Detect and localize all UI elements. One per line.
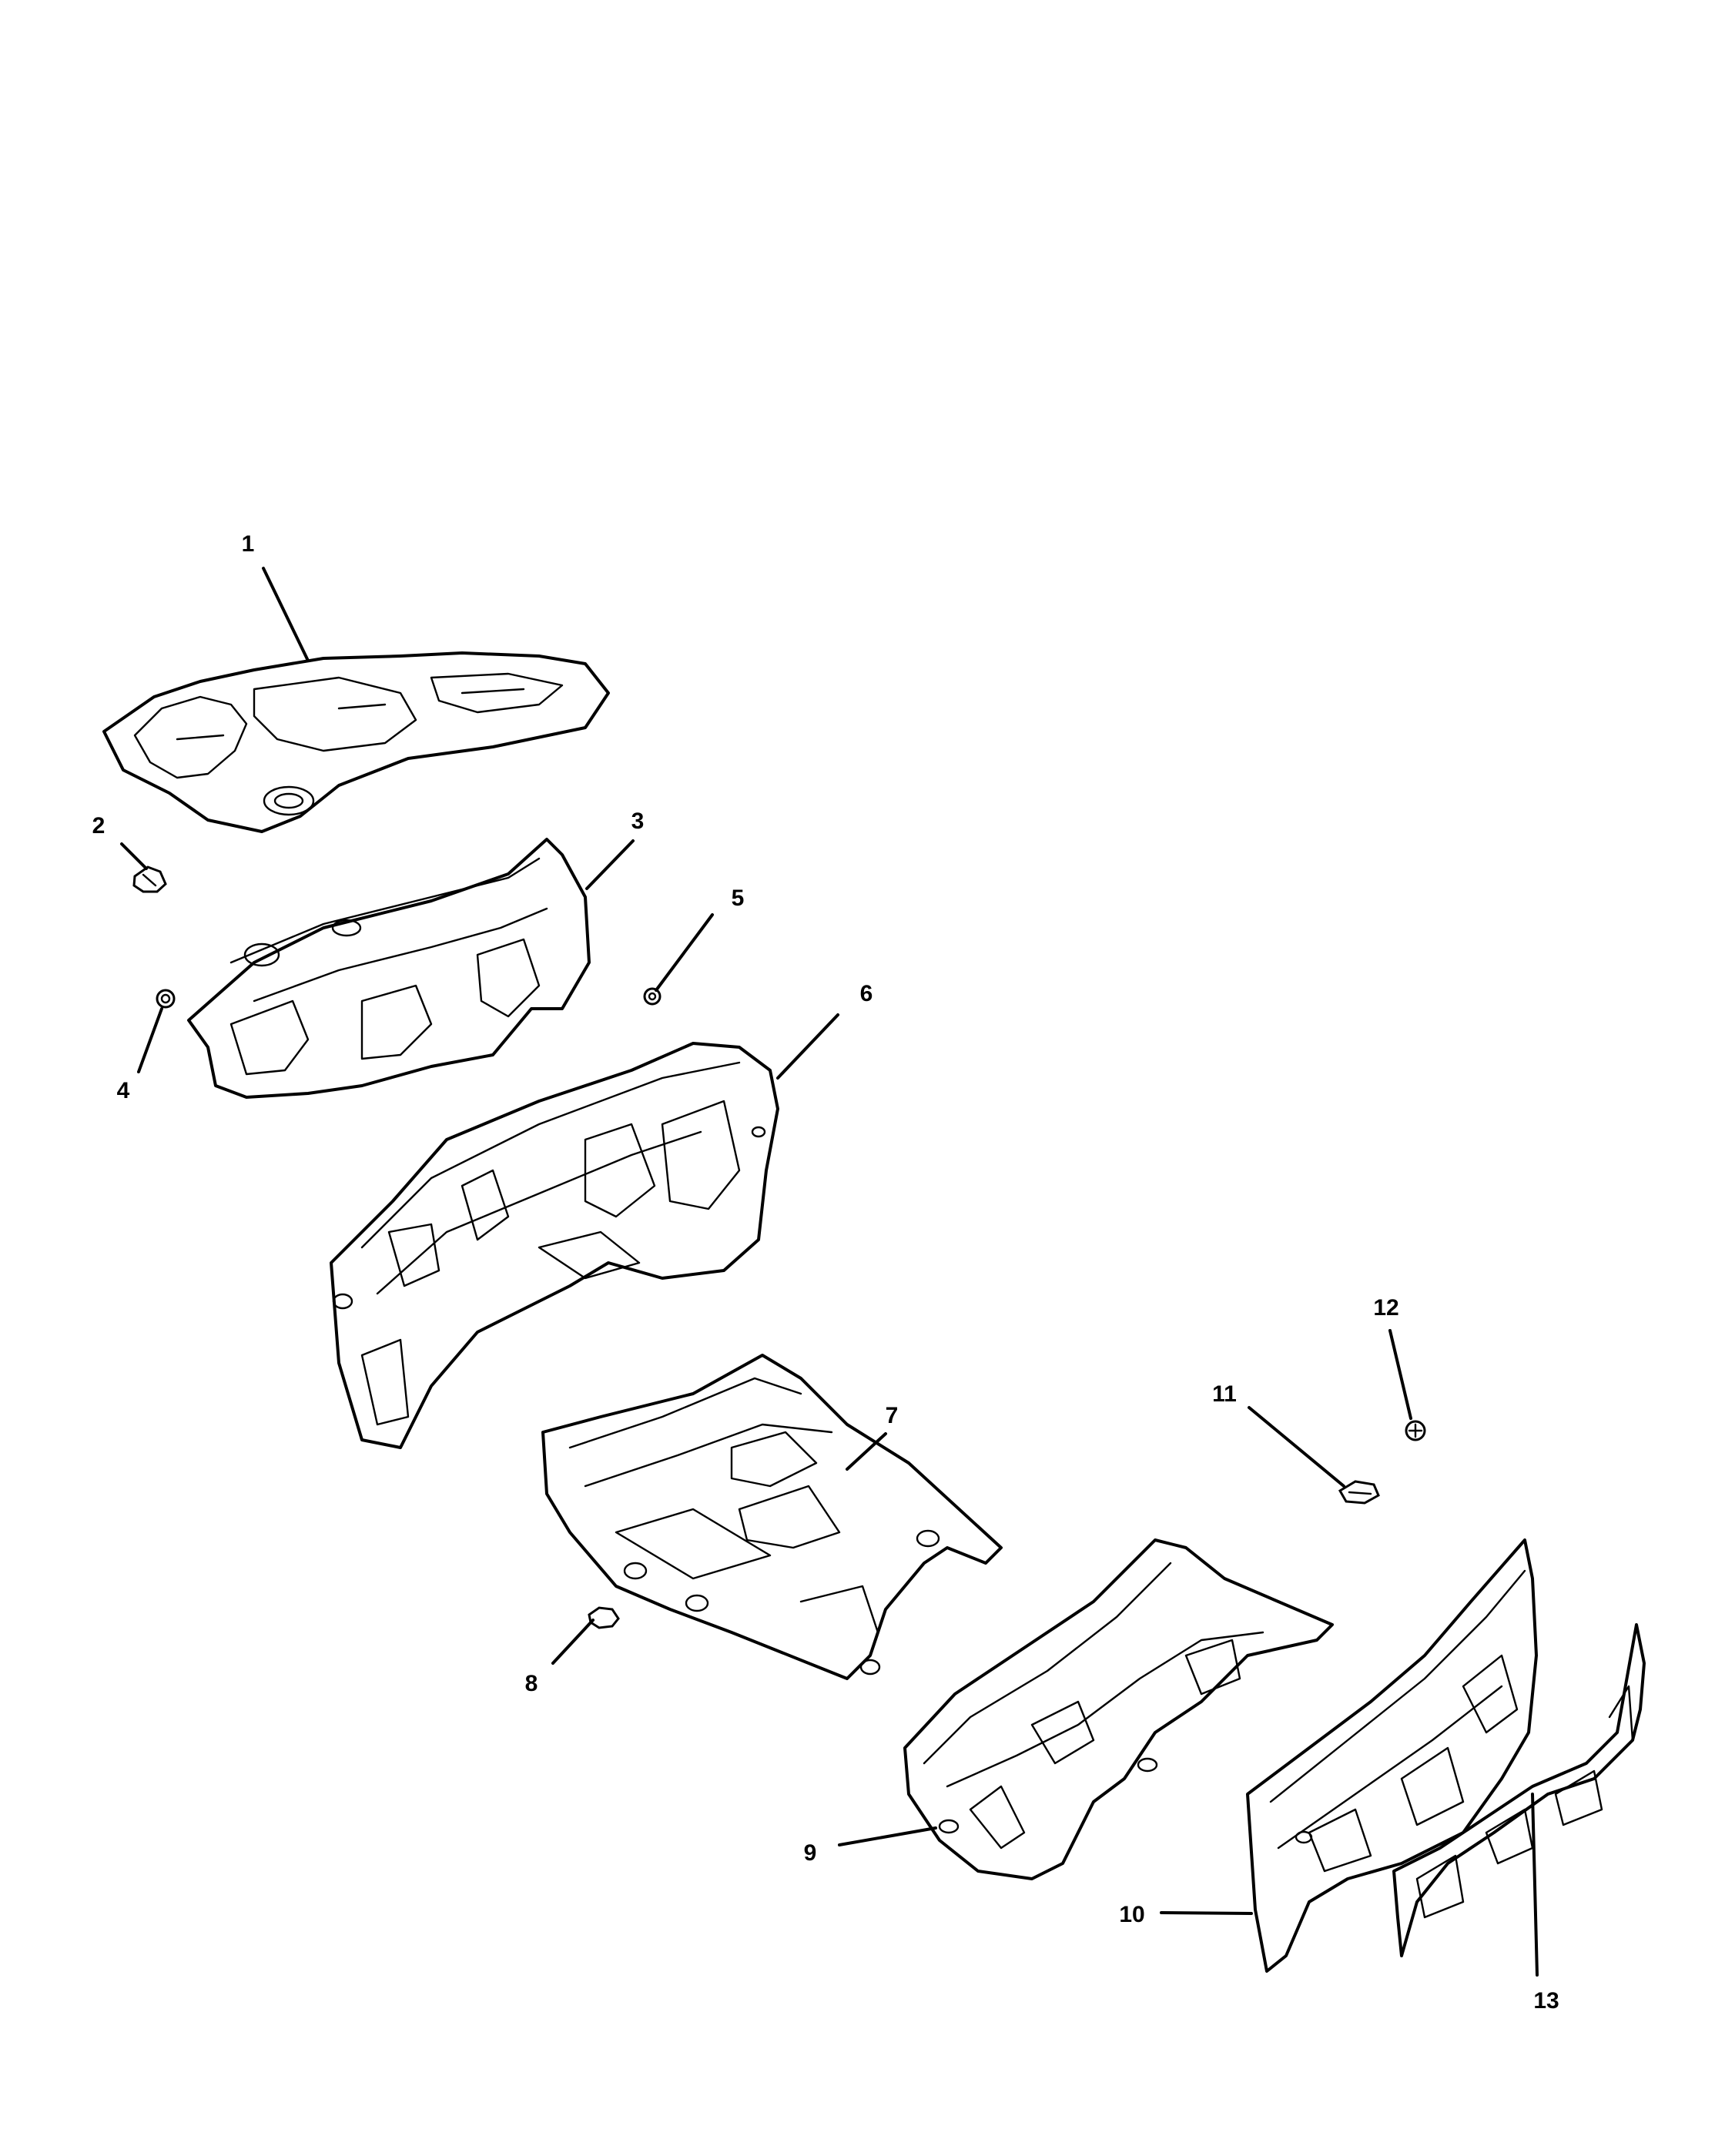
callout-10: 10 <box>1119 1902 1144 1927</box>
part-9-rear-floor-silencer <box>903 1538 1334 1880</box>
callout-12: 12 <box>1373 1295 1398 1321</box>
leader-1 <box>262 567 310 662</box>
part-5-push-pin-fastener <box>643 987 662 1006</box>
leader-4 <box>137 1007 163 1073</box>
callout-9: 9 <box>804 1840 817 1866</box>
callout-11: 11 <box>1212 1381 1237 1407</box>
leader-9 <box>838 1826 937 1846</box>
part-4-push-pin-fastener <box>156 989 176 1009</box>
part-8-push-pin-fastener <box>588 1606 620 1629</box>
callout-6: 6 <box>860 981 873 1006</box>
leader-2 <box>120 842 148 870</box>
callout-7: 7 <box>886 1403 899 1428</box>
part-6-dash-silencer <box>330 1042 779 1449</box>
callout-4: 4 <box>117 1078 130 1103</box>
callout-5: 5 <box>732 886 745 911</box>
leader-6 <box>776 1013 839 1080</box>
callout-1: 1 <box>242 531 255 557</box>
callout-13: 13 <box>1533 1988 1559 2014</box>
callout-labels: 1 2 3 4 5 6 7 8 9 10 11 12 13 <box>92 531 1559 2014</box>
part-13-rear-panel-pad <box>1392 1623 1646 1957</box>
part-3-dash-insulator <box>187 838 591 1099</box>
part-10-rear-panel-insulator <box>1246 1538 1538 1973</box>
leader-lines <box>120 567 1539 1977</box>
leader-7 <box>846 1432 887 1471</box>
part-11-retainer-clip <box>1338 1480 1380 1505</box>
leader-3 <box>585 839 635 890</box>
callout-8: 8 <box>525 1671 538 1696</box>
leader-12 <box>1388 1329 1412 1420</box>
callout-3: 3 <box>631 808 645 834</box>
part-2-push-pin-fastener <box>132 865 167 893</box>
part-7-front-floor-silencer <box>541 1354 1003 1680</box>
callout-2: 2 <box>92 813 106 839</box>
part-1-hood-insulator <box>102 651 610 833</box>
leader-8 <box>551 1619 595 1665</box>
leader-11 <box>1248 1406 1345 1488</box>
leader-5 <box>655 913 714 992</box>
part-12-screw-fastener <box>1405 1420 1426 1441</box>
leader-13 <box>1531 1793 1539 1977</box>
